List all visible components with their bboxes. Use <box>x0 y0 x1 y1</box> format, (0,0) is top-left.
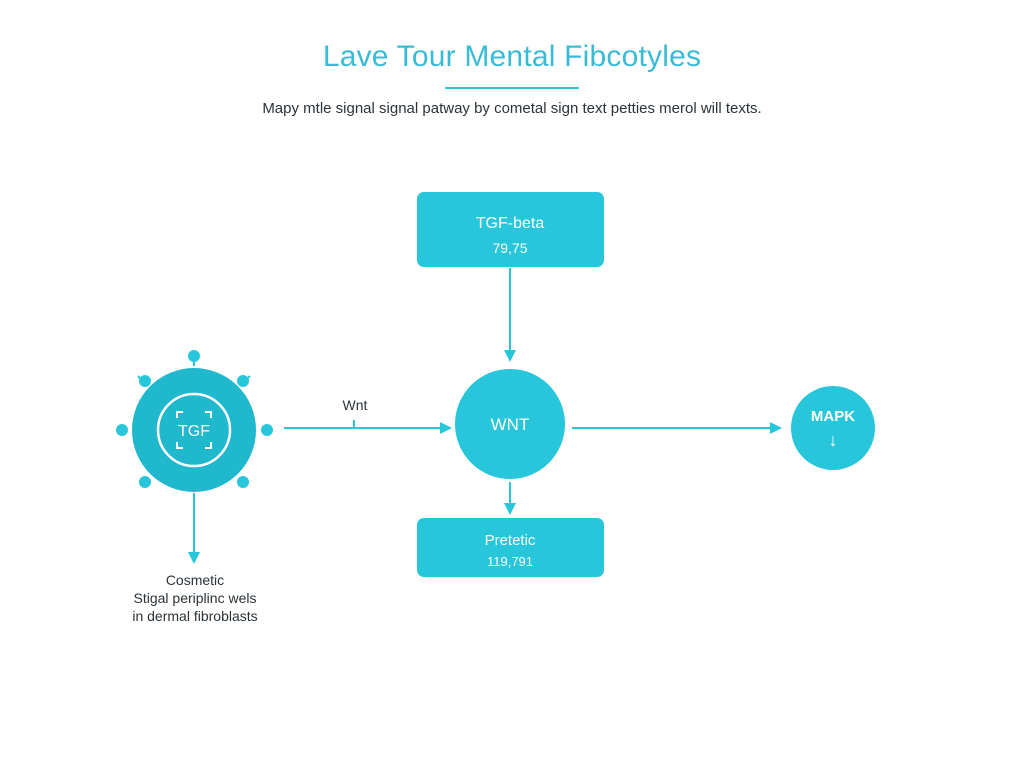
title-underline <box>445 87 579 89</box>
tgf-beta-value: 79,75 <box>492 240 527 256</box>
tgf-label: TGF <box>178 423 210 440</box>
pretetic-node[interactable]: Pretetic 119,791 <box>417 518 604 577</box>
wnt-label: WNT <box>491 415 530 434</box>
pretetic-value: 119,791 <box>487 554 533 569</box>
caption-line-2: Stigal periplinc wels <box>133 590 257 606</box>
caption-line-1: Cosmetic <box>165 572 225 588</box>
down-arrow-icon: ↓ <box>829 430 838 450</box>
tgf-receptor-node[interactable]: TGF <box>116 350 273 492</box>
page-title: Lave Tour Mental Fibcotyles <box>322 40 702 73</box>
pretetic-name: Pretetic <box>485 532 536 549</box>
mapk-label: MAPK <box>811 408 855 425</box>
edge-label-wnt: Wnt <box>343 397 368 413</box>
focus-bracket-icon <box>176 411 212 449</box>
page-subtitle: Mapy mtle signal signal patway by cometa… <box>262 100 762 117</box>
tgf-beta-node[interactable]: TGF-beta 79,75 <box>417 192 604 267</box>
mapk-node[interactable]: MAPK ↓ <box>791 386 875 470</box>
tgf-caption: Cosmetic Stigal periplinc wels in dermal… <box>100 571 290 625</box>
caption-line-3: in dermal fibroblasts <box>132 608 258 624</box>
wnt-node[interactable]: WNT <box>455 369 565 479</box>
tgf-beta-name: TGF-beta <box>476 215 545 232</box>
